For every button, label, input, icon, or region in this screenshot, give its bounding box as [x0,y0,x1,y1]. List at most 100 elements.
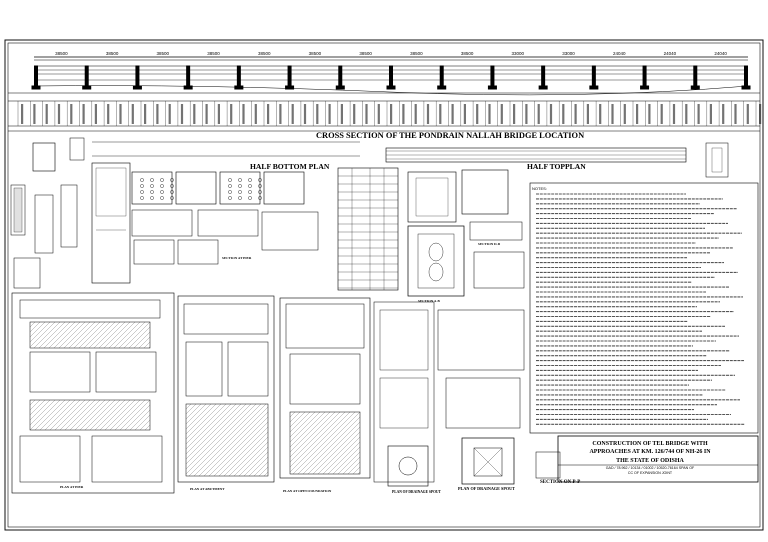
hatch-line [185,403,222,440]
span-label: 24040 [613,51,626,56]
hatch-line [39,399,71,431]
chainage-value-mark [205,104,208,124]
pier-column [84,65,89,87]
chainage-value-mark [193,104,196,124]
hatch-line [289,411,341,463]
pile-circle [160,184,164,188]
pile-circle [228,184,232,188]
hatch-line [289,411,316,438]
chainage-value-mark [685,104,688,124]
chainage-value-mark [131,104,134,124]
hatch-line [63,321,91,349]
half-bottom-plan-details [131,171,319,265]
hatch-line [134,414,151,431]
hatch-line [89,399,121,431]
chainage-value-mark [119,104,122,124]
hatch-line [297,411,361,475]
pile-circle [140,190,144,194]
title-block [557,435,759,483]
pier-columns [31,65,751,90]
hatch-line [68,321,96,349]
title-block-line-4: GAD / 78.962 / 10134 / 01002 / 10520-761… [605,466,695,470]
hatch-line [289,411,331,453]
hatch-line [74,399,106,431]
chainage-value-mark [254,104,257,124]
hatch-line [29,321,41,333]
hatch-line [337,451,361,475]
pile-circle [238,190,242,194]
pile-circle [228,178,232,182]
chainage-value-mark [463,104,466,124]
pile-circle [140,196,144,200]
hatch-line [185,403,232,450]
hatch-line [29,321,56,348]
hatch-line [352,466,361,475]
hatch-line [54,399,86,431]
hatch-line [253,461,269,477]
chainage-value-mark [291,104,294,124]
hatch-line [289,411,301,423]
hatch-line [29,399,46,416]
span-label: 38500 [309,51,322,56]
hatch-line [233,441,269,477]
span-label: 38500 [106,51,119,56]
hatch-line [223,431,269,477]
chainage-value-mark [279,104,282,124]
half-bottom-plan-title: HALF BOTTOM PLAN [250,162,330,171]
hatch-line [312,426,361,475]
pier-column [236,65,241,87]
notes-heading: NOTES: [532,186,547,191]
hatch-line [228,436,269,477]
pier-column [693,65,698,87]
span-label: 33000 [512,51,525,56]
section-ab-caption: SECTION A-B [418,299,440,303]
pile-circle [248,184,252,188]
hatch-line [347,461,361,475]
drainage-plan-caption: PLAN OF DRAINAGE SPOUT [392,490,441,494]
hatch-line [48,321,76,349]
hatch-line [148,346,151,349]
hatch-line [203,411,269,477]
pile-circle [150,178,154,182]
left-details [10,137,131,289]
open-foundation-caption: PLAN AT OPEN FOUNDATION [283,489,332,493]
hatch-line [93,321,121,349]
hatch-line [327,441,361,475]
hatch-line [29,321,51,343]
hatch-line [124,404,151,431]
chainage-value-mark [586,104,589,124]
chainage-value-mark [390,104,393,124]
chainage-value-mark [500,104,503,124]
pile-circle [258,190,262,194]
chainage-value-mark [230,104,233,124]
chainage-value-mark [746,104,749,124]
pile-circle [258,178,262,182]
pier-footing [538,85,548,90]
notes-box [529,182,759,434]
hatch-line [79,399,111,431]
chainage-value-mark [660,104,663,124]
hatch-line [29,321,36,328]
chainage-value-mark [217,104,220,124]
pile-circle [248,178,252,182]
pile-circle [160,196,164,200]
hatch-line [185,403,192,410]
span-label: 38500 [55,51,68,56]
pier-footing [487,85,497,90]
half-plan-strip [92,141,729,178]
foundation-hatching [29,321,361,477]
pier-footing [82,85,92,90]
chainage-value-mark [574,104,577,124]
chainage-value-mark [648,104,651,124]
hatch-line [185,403,237,455]
pile-circle [258,196,262,200]
sheet-outer-frame [4,39,764,531]
span-label: 38500 [461,51,474,56]
chainage-value-mark [709,104,712,124]
schedule-frame [337,167,399,291]
hatch-line [307,421,361,475]
pile-circle [170,184,174,188]
chainage-value-mark [414,104,417,124]
hatch-line [29,399,61,431]
hatch-line [29,399,36,406]
